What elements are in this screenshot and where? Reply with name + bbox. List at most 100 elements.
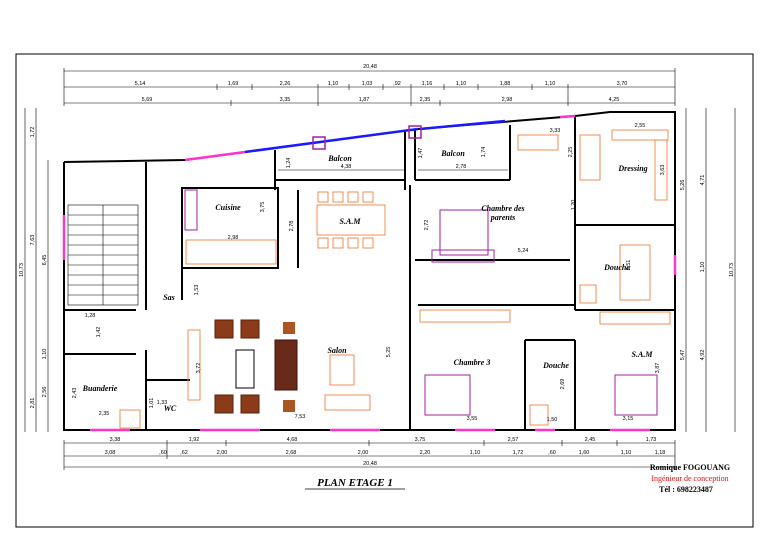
svg-text:7,63: 7,63 [30,235,36,246]
right-dimensions: 5,26 5,47 4,71 1,10 4,92 10,73 [680,108,736,432]
svg-text:2,00: 2,00 [217,450,228,456]
svg-text:1,01: 1,01 [149,398,155,409]
svg-text:3,38: 3,38 [110,437,121,443]
dim-top-total: 20,48 [363,64,377,70]
svg-text:1,92: 1,92 [189,437,200,443]
svg-text:2,98: 2,98 [228,235,239,241]
svg-text:2,43: 2,43 [72,388,78,399]
label-douche-top: Douche [603,263,630,272]
svg-text:2,57: 2,57 [508,437,519,443]
svg-text:5,47: 5,47 [680,350,686,361]
svg-text:3,87: 3,87 [655,363,661,374]
svg-text:1,73: 1,73 [646,437,657,443]
svg-text:2,25: 2,25 [568,147,574,158]
svg-text:2,78: 2,78 [456,164,467,170]
svg-text:2,78: 2,78 [289,221,295,232]
windows [62,114,677,432]
svg-text:3,08: 3,08 [105,450,116,456]
room-labels: Balcon Balcon Cuisine S.A.M Chambre des … [82,149,654,413]
dining-table [316,204,386,236]
label-chambre3: Chambre 3 [454,358,491,367]
svg-text:5,69: 5,69 [142,97,153,103]
label-dressing: Dressing [617,164,647,173]
svg-text:4,71: 4,71 [700,175,706,186]
svg-text:2,98: 2,98 [502,97,513,103]
svg-text:2,68: 2,68 [286,450,297,456]
sheet-frame [15,53,754,528]
svg-text:2,56: 2,56 [42,387,48,398]
bed-chambre3 [424,374,471,416]
author-name: Romique FOGOUANG [650,463,730,472]
svg-text:1,16: 1,16 [422,81,433,87]
svg-text:2,00: 2,00 [358,450,369,456]
svg-text:5,25: 5,25 [386,347,392,358]
svg-text:,62: ,62 [180,450,188,456]
label-salon: Salon [327,346,347,355]
dim-bottom-row1: 3,38 1,92 4,68 3,75 2,57 2,45 1,73 [110,437,657,443]
plan-title: PLAN ETAGE 1 [317,477,393,489]
svg-text:3,63: 3,63 [660,165,666,176]
svg-text:5,26: 5,26 [680,180,686,191]
label-buanderie: Buanderie [82,384,118,393]
svg-text:2,72: 2,72 [424,220,430,231]
svg-text:3,75: 3,75 [415,437,426,443]
svg-text:1,24: 1,24 [286,158,292,169]
svg-text:2,81: 2,81 [30,398,36,409]
salon-furniture [187,319,371,414]
dim-bottom-total: 20,48 [363,461,377,467]
svg-text:1,33: 1,33 [157,400,168,406]
svg-text:3,33: 3,33 [550,128,561,134]
svg-text:3,72: 3,72 [196,363,202,374]
dim-bottom-row2: 3,08 ,60 ,62 2,00 2,68 2,00 2,20 1,10 1,… [105,450,666,456]
svg-text:6,45: 6,45 [42,255,48,266]
svg-text:2,69: 2,69 [560,379,566,390]
dim-top-row1: 5,14 1,69 2,26 1,10 1,03 ,92 1,16 1,10 1… [135,81,628,87]
top-dimensions: 20,48 5,14 1,69 2,26 1,10 1,03 ,92 1,16 … [63,64,676,106]
svg-text:2,55: 2,55 [635,123,646,129]
walls [63,111,676,431]
bottom-dimensions: 3,38 1,92 4,68 3,75 2,57 2,45 1,73 3,08 … [63,437,676,470]
svg-text:3,75: 3,75 [260,202,266,213]
svg-text:3,55: 3,55 [467,416,478,422]
svg-text:3,15: 3,15 [623,416,634,422]
label-sam-top: S.A.M [340,217,362,226]
label-balcon-right: Balcon [440,149,465,158]
svg-text:,60: ,60 [159,450,167,456]
label-wc: WC [164,404,177,413]
svg-text:10,73: 10,73 [729,263,735,277]
svg-text:1,47: 1,47 [418,148,424,159]
svg-text:4,25: 4,25 [609,97,620,103]
label-douche-bottom: Douche [542,361,569,370]
svg-text:5,14: 5,14 [135,81,146,87]
svg-text:5,24: 5,24 [518,248,529,254]
svg-text:10,73: 10,73 [19,263,25,277]
label-cuisine: Cuisine [215,203,241,212]
svg-text:1,20: 1,20 [571,200,577,211]
svg-text:1,50: 1,50 [547,417,558,423]
svg-text:1,69: 1,69 [228,81,239,87]
svg-text:2,26: 2,26 [280,81,291,87]
svg-text:2,45: 2,45 [585,437,596,443]
svg-text:1,28: 1,28 [85,313,96,319]
column-marker [408,125,422,139]
svg-text:1,10: 1,10 [42,349,48,360]
label-balcon-left: Balcon [327,154,352,163]
author-role: Ingénieur de conception [651,474,728,483]
svg-text:2,35: 2,35 [99,411,110,417]
svg-text:1,74: 1,74 [481,147,487,158]
inner-dimensions: 4,38 2,78 1,24 1,74 1,47 2,98 3,75 2,78 … [72,123,666,423]
svg-text:3,35: 3,35 [280,97,291,103]
svg-text:1,10: 1,10 [456,81,467,87]
svg-text:1,60: 1,60 [579,450,590,456]
svg-text:1,10: 1,10 [545,81,556,87]
column-marker [312,136,326,150]
svg-text:4,38: 4,38 [341,164,352,170]
svg-text:1,87: 1,87 [359,97,370,103]
svg-text:1,88: 1,88 [500,81,511,87]
svg-text:,60: ,60 [548,450,556,456]
svg-text:2,20: 2,20 [420,450,431,456]
svg-text:2,51: 2,51 [626,260,632,271]
dim-top-row2: 5,69 3,35 1,87 2,35 2,98 4,25 [142,97,620,103]
svg-text:2,35: 2,35 [420,97,431,103]
